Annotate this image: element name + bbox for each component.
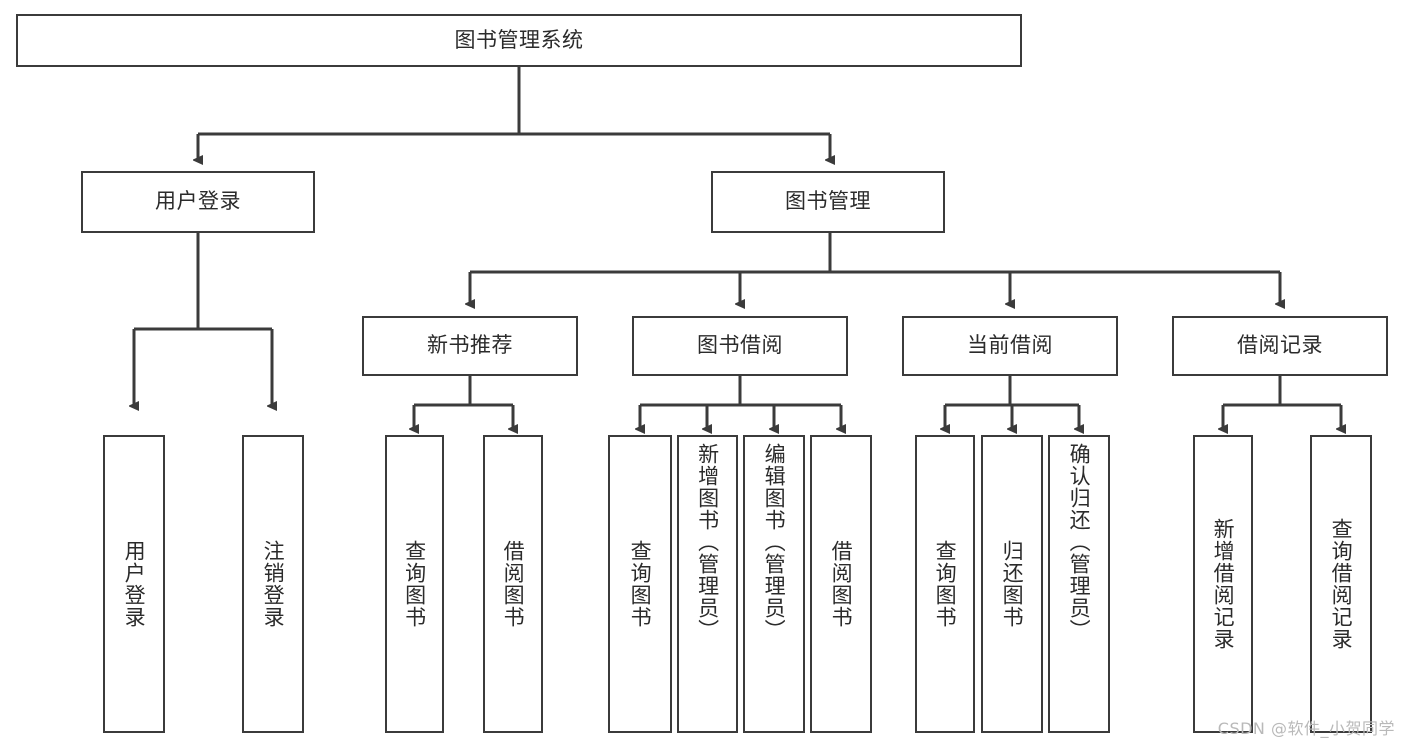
node-new-book-recommend[interactable]: 新书推荐: [362, 316, 578, 376]
node-root[interactable]: 图书管理系统: [16, 14, 1022, 67]
node-book-borrow[interactable]: 图书借阅: [632, 316, 848, 376]
leaf-query-book-2-label: 查询图书: [628, 540, 653, 628]
leaf-confirm-return[interactable]: 确认归还（管理员）: [1048, 435, 1110, 733]
node-new-book-recommend-label: 新书推荐: [427, 333, 513, 358]
node-root-label: 图书管理系统: [454, 27, 584, 52]
leaf-edit-book-label: 编辑图书（管理员）: [762, 443, 787, 641]
leaf-user-logout-label: 注销登录: [261, 540, 286, 628]
leaf-add-record[interactable]: 新增借阅记录: [1193, 435, 1253, 733]
leaf-query-record-label: 查询借阅记录: [1329, 518, 1354, 650]
leaf-add-book-label: 新增图书（管理员）: [695, 443, 720, 641]
leaf-borrow-book-1[interactable]: 借阅图书: [483, 435, 543, 733]
leaf-borrow-book-2-label: 借阅图书: [829, 540, 854, 628]
node-user-login[interactable]: 用户登录: [81, 171, 315, 233]
leaf-edit-book[interactable]: 编辑图书（管理员）: [743, 435, 805, 733]
node-borrow-record[interactable]: 借阅记录: [1172, 316, 1388, 376]
leaf-query-book-2[interactable]: 查询图书: [608, 435, 672, 733]
node-borrow-record-label: 借阅记录: [1237, 333, 1323, 358]
node-current-borrow-label: 当前借阅: [967, 333, 1053, 358]
leaf-query-record[interactable]: 查询借阅记录: [1310, 435, 1372, 733]
leaf-query-book-1-label: 查询图书: [402, 540, 427, 628]
leaf-return-book[interactable]: 归还图书: [981, 435, 1043, 733]
leaf-user-login-label: 用户登录: [122, 540, 147, 628]
leaf-user-login[interactable]: 用户登录: [103, 435, 165, 733]
node-current-borrow[interactable]: 当前借阅: [902, 316, 1118, 376]
node-book-borrow-label: 图书借阅: [697, 333, 783, 358]
leaf-add-record-label: 新增借阅记录: [1211, 518, 1236, 650]
leaf-borrow-book-1-label: 借阅图书: [501, 540, 526, 628]
leaf-user-logout[interactable]: 注销登录: [242, 435, 304, 733]
leaf-query-book-3-label: 查询图书: [933, 540, 958, 628]
node-book-manage[interactable]: 图书管理: [711, 171, 945, 233]
watermark: CSDN @软件_小贺同学: [1217, 719, 1395, 738]
leaf-borrow-book-2[interactable]: 借阅图书: [810, 435, 872, 733]
node-book-manage-label: 图书管理: [785, 189, 871, 214]
leaf-confirm-return-label: 确认归还（管理员）: [1067, 443, 1092, 641]
node-user-login-label: 用户登录: [155, 189, 241, 214]
leaf-return-book-label: 归还图书: [1000, 540, 1025, 628]
leaf-query-book-3[interactable]: 查询图书: [915, 435, 975, 733]
leaf-add-book[interactable]: 新增图书（管理员）: [677, 435, 738, 733]
leaf-query-book-1[interactable]: 查询图书: [385, 435, 444, 733]
